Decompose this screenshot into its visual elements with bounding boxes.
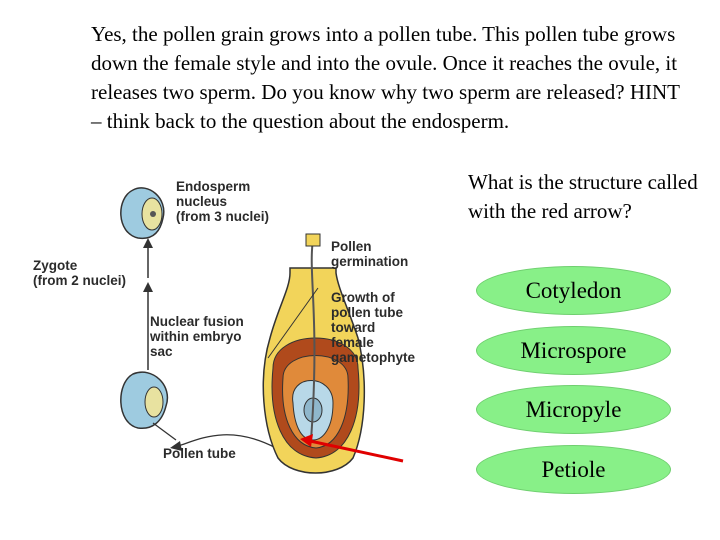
label-growth: Growth of pollen tube toward female game… <box>331 290 416 365</box>
arrow-up-head <box>143 238 153 248</box>
pollen-tube-pointer <box>152 422 177 441</box>
label-endosperm: Endosperm nucleus (from 3 nuclei) <box>176 179 269 224</box>
question-text: What is the structure called with the re… <box>468 170 698 223</box>
label-pollen-tube: Pollen tube <box>163 446 236 461</box>
arrow-mid-head <box>143 282 153 292</box>
intro-text: Yes, the pollen grain grows into a polle… <box>91 22 680 133</box>
answer-cotyledon-button[interactable]: Cotyledon <box>476 266 671 315</box>
ovule-endosperm-icon <box>120 187 165 240</box>
answer-petiole-button[interactable]: Petiole <box>476 445 671 494</box>
ovule-fusion-icon <box>120 371 169 430</box>
label-pollen-germination: Pollen germination <box>331 239 408 269</box>
red-arrow-head <box>300 434 313 447</box>
answer-micropyle-button[interactable]: Micropyle <box>476 385 671 434</box>
label-nuclear-fusion: Nuclear fusion within embryo sac <box>149 314 248 359</box>
curved-arrow <box>177 434 277 449</box>
red-arrow <box>309 439 404 463</box>
answer-microspore-button[interactable]: Microspore <box>476 326 671 375</box>
pistil-icon <box>262 233 366 474</box>
ovule-fertilization-diagram: Endosperm nucleus (from 3 nuclei) Zygote… <box>33 179 416 474</box>
pointer-line <box>267 287 319 359</box>
curved-arrow-head <box>170 441 182 451</box>
label-zygote: Zygote (from 2 nuclei) <box>33 258 126 288</box>
